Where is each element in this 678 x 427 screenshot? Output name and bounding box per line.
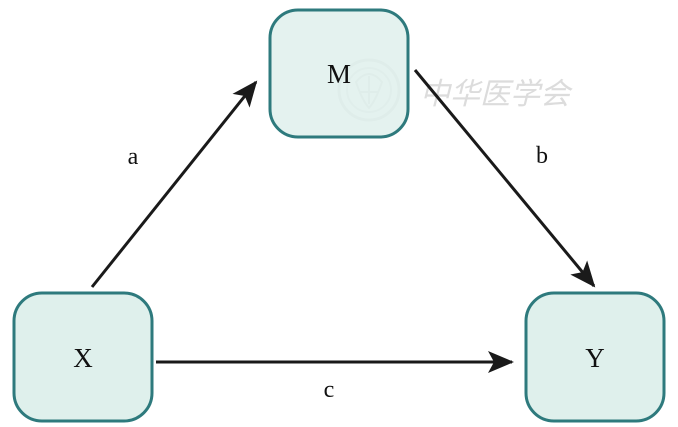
path-label-b: b: [536, 143, 548, 169]
node-exposure: X: [12, 291, 154, 423]
path-label-c: c: [324, 377, 335, 403]
node-mediator-label: M: [327, 59, 351, 89]
path-label-a: a: [128, 144, 139, 170]
node-outcome: Y: [524, 291, 666, 423]
node-exposure-label: X: [73, 343, 93, 373]
watermark-text: 中华医学会: [420, 77, 573, 112]
edge-m-to-y: [413, 69, 596, 288]
node-outcome-label: Y: [585, 343, 605, 373]
node-mediator: M: [268, 8, 410, 139]
edge-x-to-m: [90, 80, 258, 288]
